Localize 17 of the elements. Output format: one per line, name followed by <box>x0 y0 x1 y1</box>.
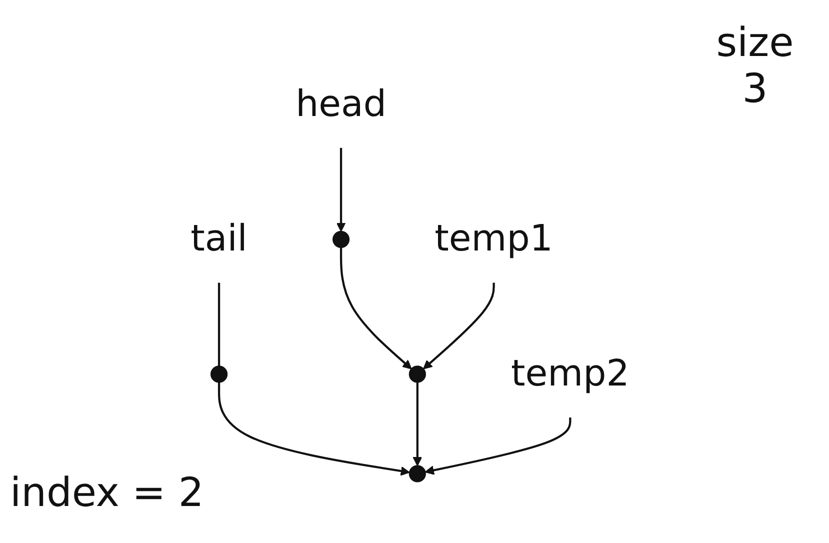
note-text: size 3 <box>715 20 795 112</box>
note-text: index = 2 <box>10 470 205 516</box>
arrow <box>423 282 495 370</box>
node-circle <box>210 366 228 383</box>
node-text: head <box>296 82 386 126</box>
arrow <box>412 382 422 466</box>
node-text: tail <box>190 217 248 260</box>
arrow <box>336 148 346 232</box>
node-text: temp2 <box>511 352 630 396</box>
arrow <box>218 382 410 476</box>
arrow <box>424 418 572 475</box>
arrow <box>340 247 412 370</box>
connector <box>218 282 220 366</box>
node-circle <box>408 366 426 383</box>
node-circle <box>408 465 426 482</box>
node-text: temp1 <box>434 217 553 260</box>
node-circle <box>332 230 350 248</box>
